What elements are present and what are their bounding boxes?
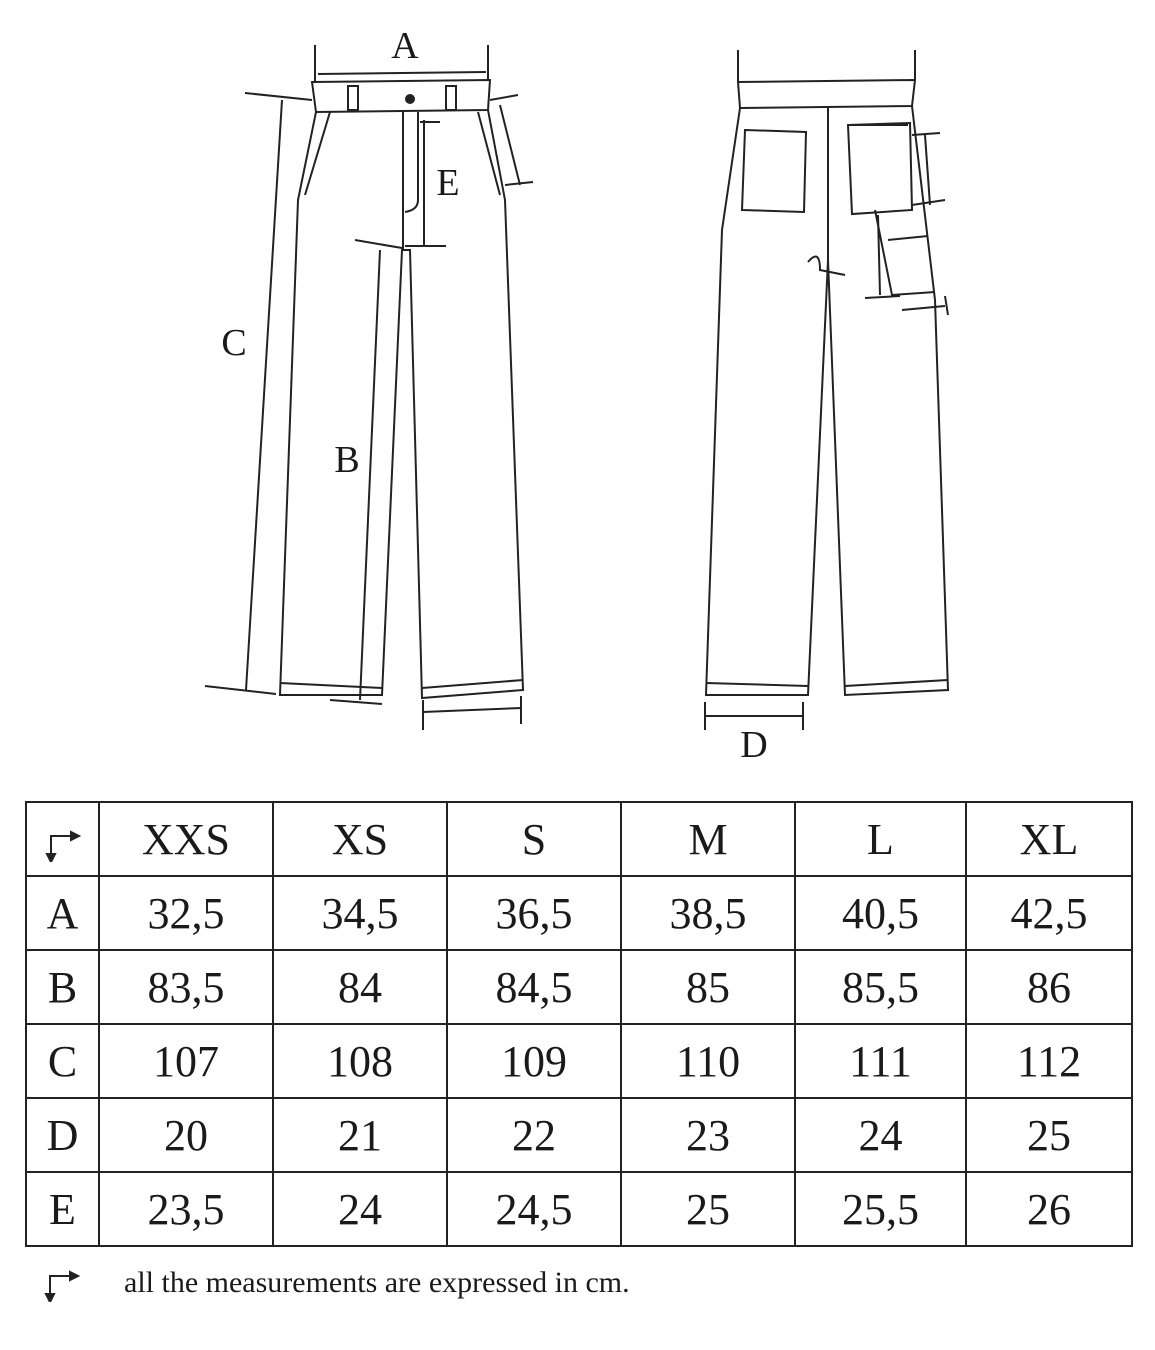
front-pants-drawing — [204, 45, 534, 730]
measurement-cell: 84,5 — [446, 949, 622, 1025]
label-e: E — [436, 162, 460, 204]
measurement-cell: 21 — [272, 1097, 448, 1173]
row-label: C — [25, 1023, 100, 1099]
size-header: XL — [965, 801, 1133, 877]
size-header: M — [620, 801, 796, 877]
measurement-cell: 83,5 — [98, 949, 274, 1025]
measurement-cell: 85 — [620, 949, 796, 1025]
label-a: A — [391, 25, 419, 67]
row-label: B — [25, 949, 100, 1025]
label-b: B — [334, 439, 360, 481]
measurement-cell: 24 — [272, 1171, 448, 1247]
corner-arrow-icon — [44, 1270, 80, 1302]
measurement-cell: 111 — [794, 1023, 967, 1099]
measurement-cell: 22 — [446, 1097, 622, 1173]
size-header: XS — [272, 801, 448, 877]
measurement-cell: 24 — [794, 1097, 967, 1173]
size-header: L — [794, 801, 967, 877]
footnote: all the measurements are expressed in cm… — [124, 1266, 630, 1299]
measurement-cell: 110 — [620, 1023, 796, 1099]
measurement-cell: 25 — [965, 1097, 1133, 1173]
row-label: D — [25, 1097, 100, 1173]
label-d: D — [740, 724, 768, 766]
measurement-cell: 23 — [620, 1097, 796, 1173]
label-c: C — [221, 322, 247, 364]
measurement-cell: 36,5 — [446, 875, 622, 951]
measurement-cell: 34,5 — [272, 875, 448, 951]
measurement-cell: 108 — [272, 1023, 448, 1099]
measurement-cell: 26 — [965, 1171, 1133, 1247]
measurement-cell: 109 — [446, 1023, 622, 1099]
measurement-cell: 84 — [272, 949, 448, 1025]
size-header: S — [446, 801, 622, 877]
measurement-cell: 25 — [620, 1171, 796, 1247]
measurement-cell: 23,5 — [98, 1171, 274, 1247]
size-header: XXS — [98, 801, 274, 877]
measurement-cell: 25,5 — [794, 1171, 967, 1247]
row-label: A — [25, 875, 100, 951]
corner-arrow-icon — [44, 830, 81, 862]
measurement-cell: 112 — [965, 1023, 1133, 1099]
measurement-cell: 107 — [98, 1023, 274, 1099]
back-pants-drawing — [704, 50, 950, 730]
measurement-cell: 38,5 — [620, 875, 796, 951]
pants-technical-drawing — [204, 45, 950, 730]
measurement-cell: 40,5 — [794, 875, 967, 951]
table-header-row: XXS XS S M L XL — [25, 801, 1133, 877]
measurement-cell: 86 — [965, 949, 1133, 1025]
measurement-cell: 32,5 — [98, 875, 274, 951]
row-label: E — [25, 1171, 100, 1247]
corner-cell — [25, 801, 100, 877]
measurement-cell: 42,5 — [965, 875, 1133, 951]
measurement-cell: 24,5 — [446, 1171, 622, 1247]
measurement-cell: 85,5 — [794, 949, 967, 1025]
measurement-cell: 20 — [98, 1097, 274, 1173]
